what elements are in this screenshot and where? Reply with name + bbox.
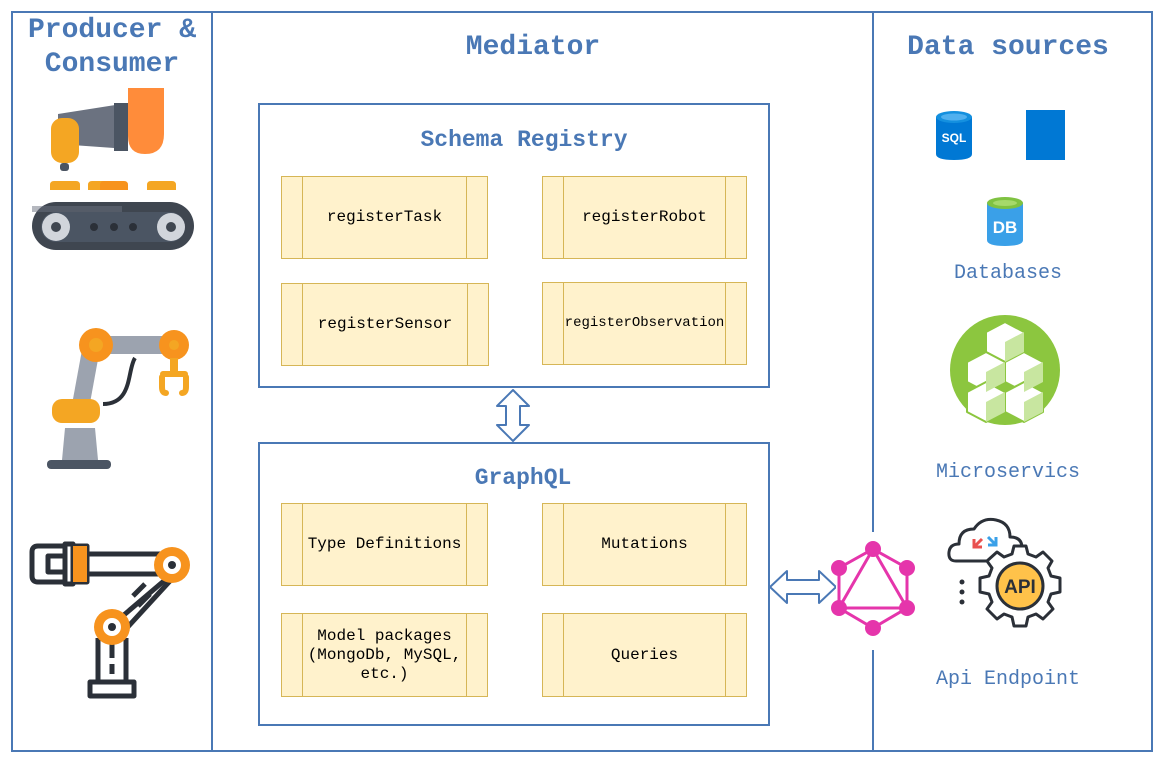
mutations-process: Mutations xyxy=(542,503,747,586)
pick-and-place-conveyor-icon xyxy=(32,88,194,250)
model-packages-process: Model packages (MongoDb, MySQL, etc.) xyxy=(281,613,488,697)
sql-database-icon: SQL xyxy=(936,111,972,160)
api-cloud-gear-icon: API xyxy=(947,517,1062,628)
microservices-icon xyxy=(950,315,1060,425)
outline-robot-arm-icon xyxy=(29,541,190,699)
register-task-process: registerTask xyxy=(281,176,488,259)
graphql-logo-icon xyxy=(831,541,915,636)
storage-blob-icon xyxy=(1026,110,1065,160)
databases-label: Databases xyxy=(953,262,1063,285)
register-observation-process: registerObservation xyxy=(542,282,747,365)
producer-consumer-title: Producer & Consumer xyxy=(13,14,211,82)
mediator-title: Mediator xyxy=(465,32,601,63)
register-robot-process: registerRobot xyxy=(542,176,747,259)
schema-registry-title: Schema Registry xyxy=(420,127,628,153)
db-cylinder-icon: DB xyxy=(987,197,1023,246)
microservices-label: Microservics xyxy=(935,461,1081,484)
graphql-datasource-double-arrow xyxy=(769,570,837,604)
type-definitions-process: Type Definitions xyxy=(281,503,488,586)
queries-process: Queries xyxy=(542,613,747,697)
register-sensor-process: registerSensor xyxy=(281,283,489,366)
schema-graphql-double-arrow xyxy=(496,389,530,442)
api-endpoint-label: Api Endpoint xyxy=(935,668,1081,691)
producer-title-line1: Producer & xyxy=(27,15,197,46)
graphql-title: GraphQL xyxy=(474,465,572,491)
industrial-robot-arm-icon xyxy=(47,328,189,469)
producer-title-line2: Consumer xyxy=(44,49,180,80)
db-icon-text: DB xyxy=(993,218,1018,237)
api-icon-text: API xyxy=(1004,577,1036,598)
sql-icon-text: SQL xyxy=(942,131,967,145)
data-sources-column xyxy=(872,11,1153,752)
data-sources-title: Data sources xyxy=(907,32,1109,63)
